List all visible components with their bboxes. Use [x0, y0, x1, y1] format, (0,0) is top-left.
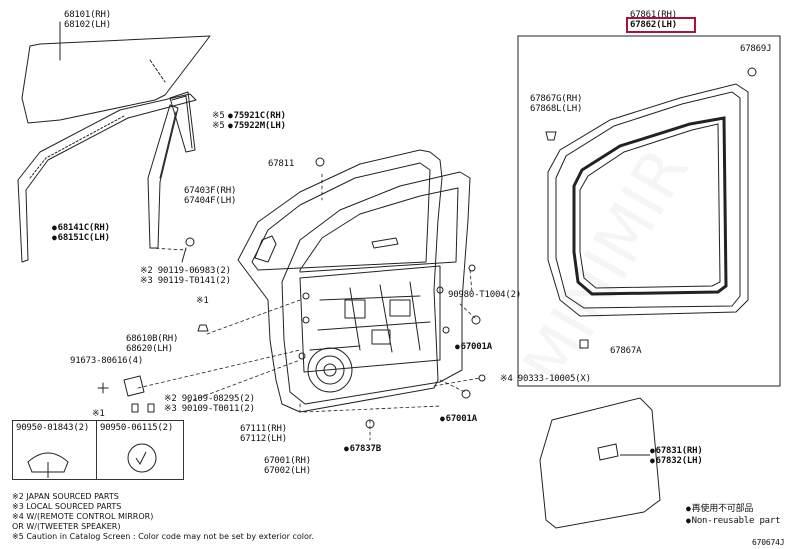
part-label-cover-rh[interactable]: 67831(RH) [650, 446, 703, 456]
figure-id: 670674J [752, 538, 785, 547]
part-label-67867a[interactable]: 67867A [610, 346, 642, 356]
footnote-2: ※3 LOCAL SOURCED PARTS [12, 502, 122, 511]
part-label-door-rh[interactable]: 67001(RH) [264, 456, 311, 466]
mark-label-garnish-rh: ※5 [212, 111, 225, 121]
footnote-1: ※2 JAPAN SOURCED PARTS [12, 492, 119, 501]
part-label-clip-lh[interactable]: 67868L(LH) [530, 104, 583, 114]
part-label-garnish-rh[interactable]: 75921C(RH) [228, 111, 286, 121]
part-label-glass-lh[interactable]: 68102(LH) [64, 20, 111, 30]
part-label-clip-rh[interactable]: 67867G(RH) [530, 94, 583, 104]
inset-right-label[interactable]: 90950-06115(2) [100, 423, 174, 433]
part-label-hinge-lh[interactable]: 68620(LH) [126, 344, 173, 354]
part-label-67001a-lower[interactable]: 67001A [440, 414, 478, 424]
part-label-garnish-lh[interactable]: 75922M(LH) [228, 121, 286, 131]
part-label-panel-rh[interactable]: 67111(RH) [240, 424, 287, 434]
part-label-channel-rh[interactable]: 68141C(RH) [52, 223, 110, 233]
part-label-glass-rh[interactable]: 68101(RH) [64, 10, 111, 20]
part-label-ws-lh[interactable]: 67862(LH) [630, 20, 677, 30]
part-label-ws-rh[interactable]: 67861(RH) [630, 10, 677, 20]
mark-label-1: ※1 [196, 296, 209, 306]
part-label-run-lh[interactable]: 67404F(LH) [184, 196, 237, 206]
inset-mark: ※1 [92, 409, 105, 419]
mark-label-garnish-lh: ※5 [212, 121, 225, 131]
part-label-67869j[interactable]: 67869J [740, 44, 772, 54]
part-label-67837b[interactable]: 67837B [344, 444, 382, 454]
part-label-91673[interactable]: 91673-80616(4) [70, 356, 144, 366]
part-label-door-lh[interactable]: 67002(LH) [264, 466, 311, 476]
part-label-90980[interactable]: 90980-T1004(2) [448, 290, 522, 300]
highlight-box [626, 17, 696, 33]
part-label-90333[interactable]: ※4 90333-10005(X) [500, 374, 591, 384]
footnote-3: ※4 W/(REMOTE CONTROL MIRROR) [12, 512, 154, 521]
part-label-bolt-a[interactable]: ※2 90119-06983(2) [140, 266, 231, 276]
part-label-bolt-c[interactable]: ※2 90109-08295(2) [164, 394, 255, 404]
inset-divider [96, 420, 184, 480]
part-label-run-rh[interactable]: 67403F(RH) [184, 186, 237, 196]
part-label-panel-lh[interactable]: 67112(LH) [240, 434, 287, 444]
footnote-5: ※5 Caution in Catalog Screen : Color cod… [12, 532, 315, 541]
part-label-bolt-d[interactable]: ※3 90109-T0011(2) [164, 404, 255, 414]
legend-en: Non-reusable part [686, 516, 781, 526]
part-label-bolt-b[interactable]: ※3 90119-T0141(2) [140, 276, 231, 286]
part-label-cover-lh[interactable]: 67832(LH) [650, 456, 703, 466]
part-label-hinge-rh[interactable]: 68610B(RH) [126, 334, 179, 344]
part-label-67811[interactable]: 67811 [268, 159, 295, 169]
inset-left-label[interactable]: 90950-01843(2) [16, 423, 90, 433]
legend-jp: 再使用不可部品 [686, 504, 754, 514]
part-label-channel-lh[interactable]: 68151C(LH) [52, 233, 110, 243]
part-label-67001a-upper[interactable]: 67001A [455, 342, 493, 352]
footnote-4: OR W/(TWEETER SPEAKER) [12, 522, 121, 531]
